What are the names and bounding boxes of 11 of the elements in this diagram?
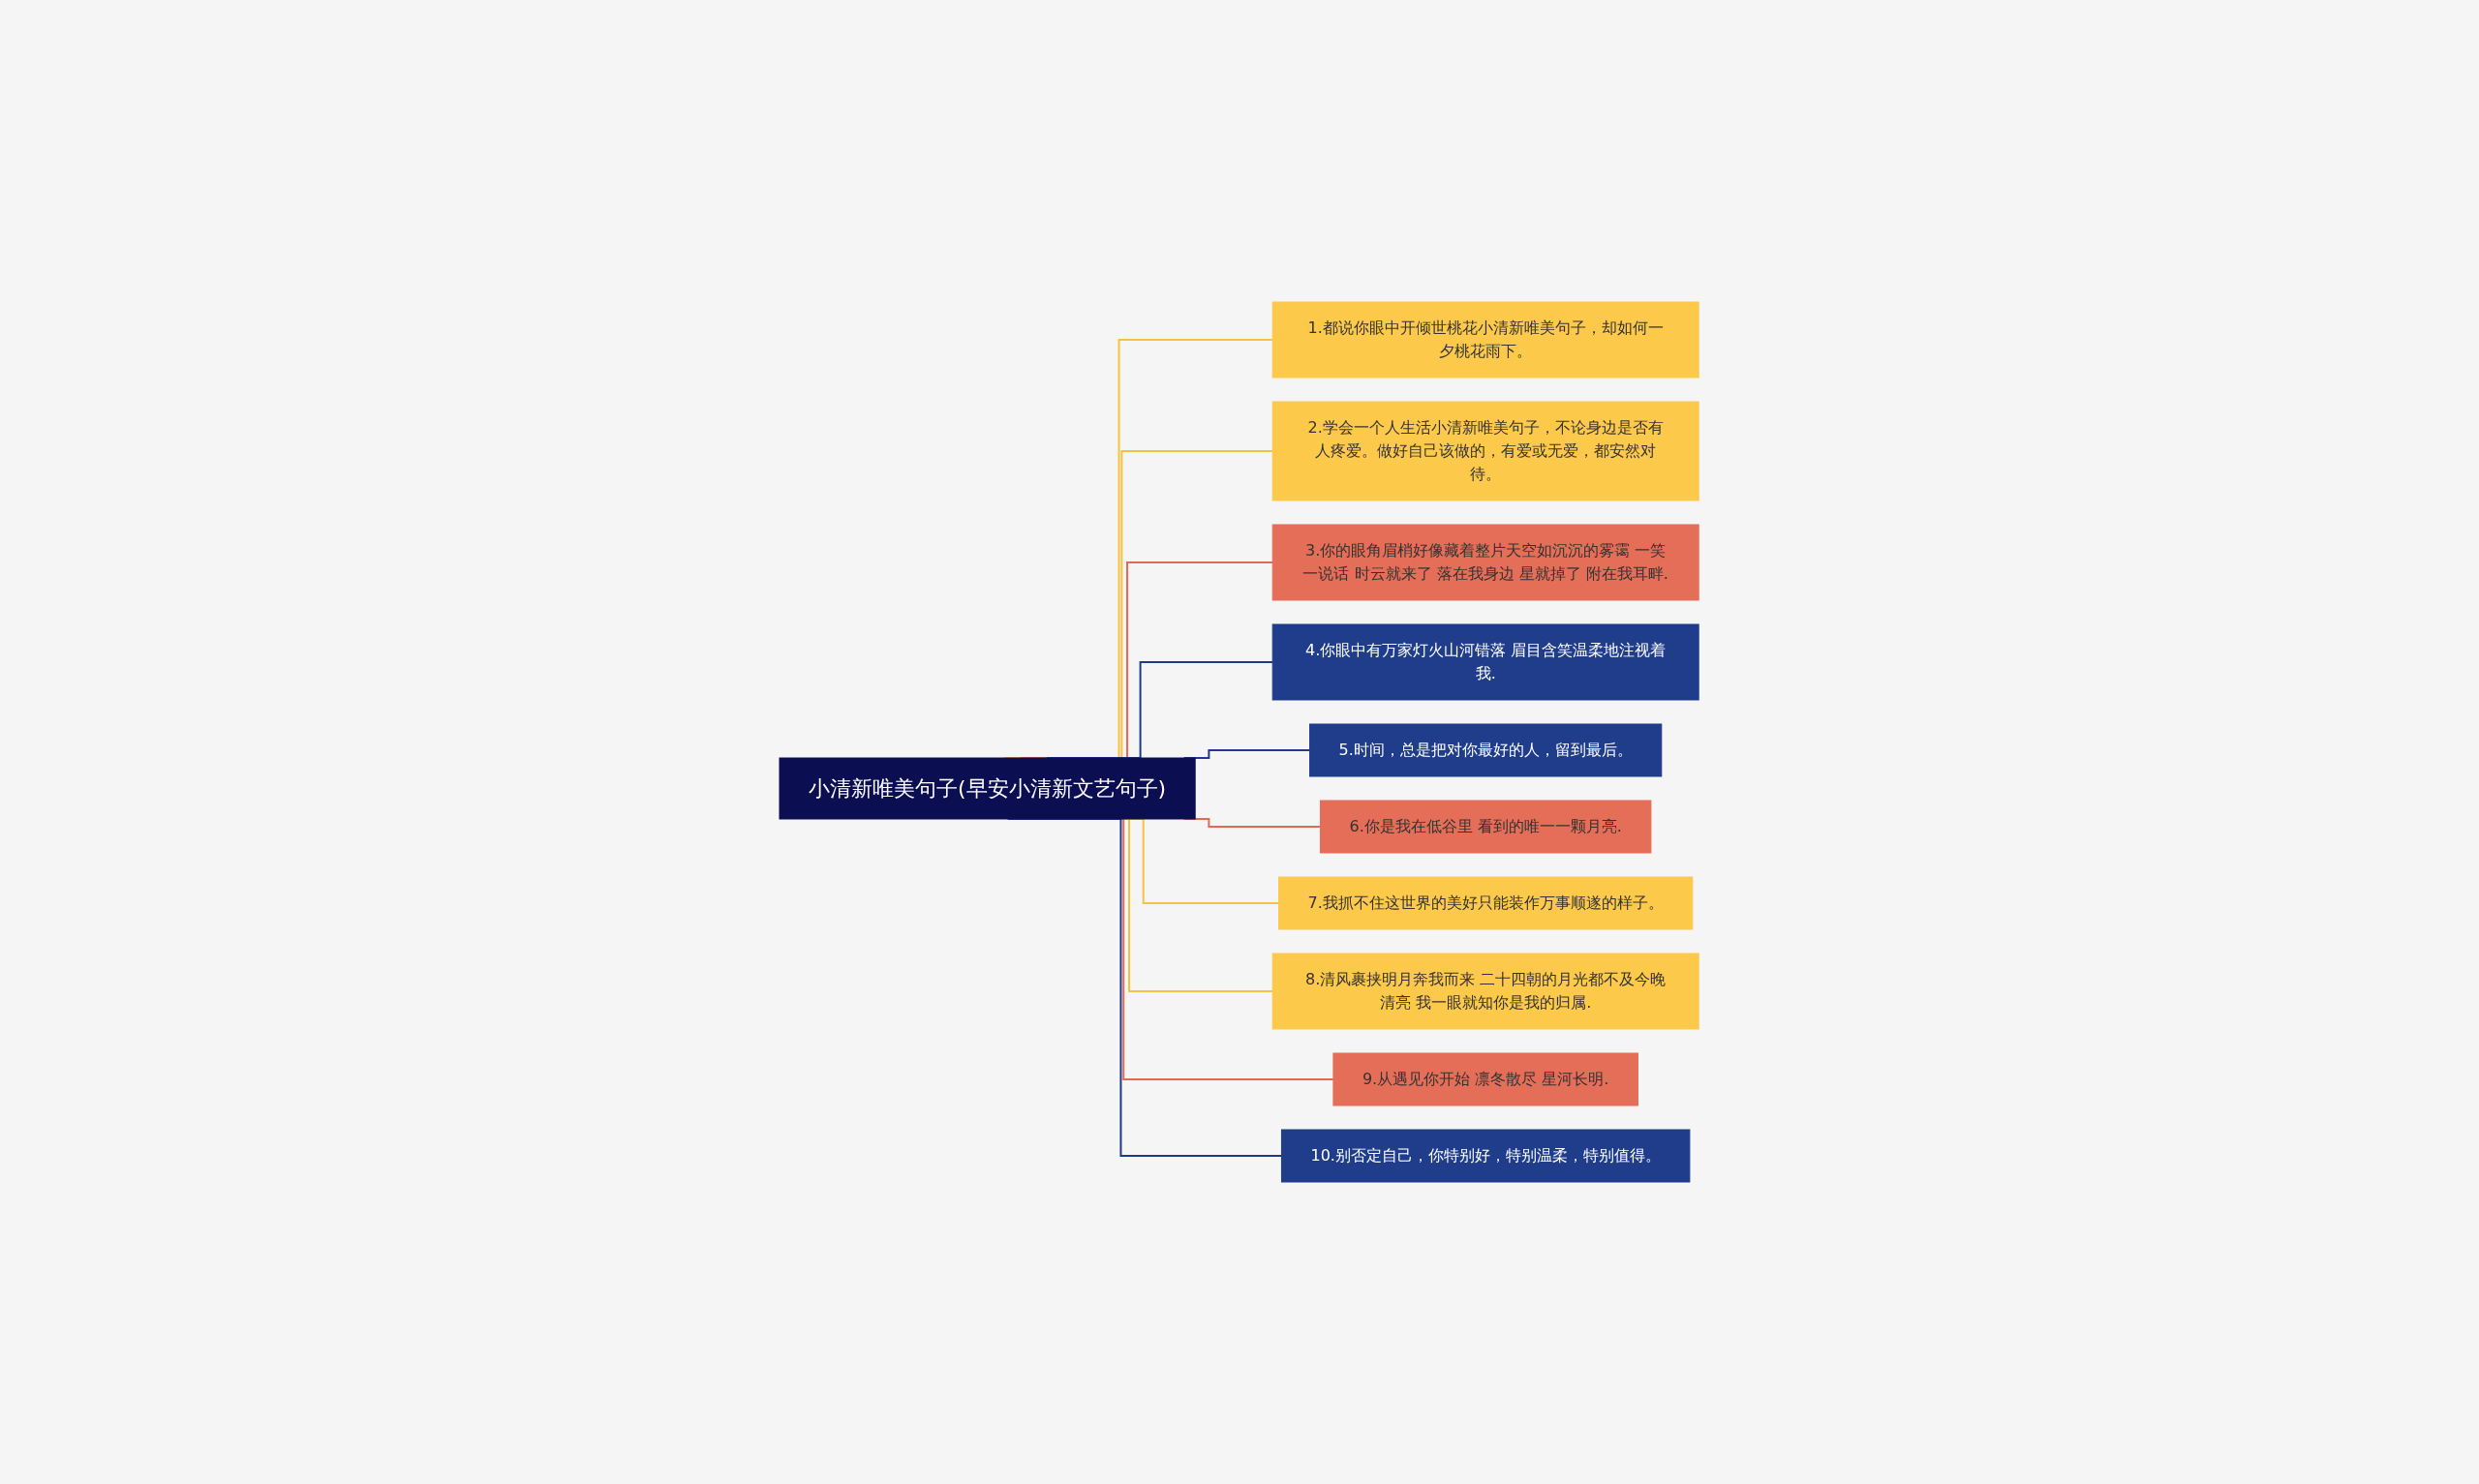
node-box: 7.我抓不住这世界的美好只能装作万事顺遂的样子。 [1278, 876, 1694, 930]
node-box: 10.别否定自己，你特别好，特别温柔，特别值得。 [1281, 1129, 1691, 1183]
node-box: 2.学会一个人生活小清新唯美句子，不论身边是否有人疼爱。做好自己该做的，有爱或无爱，都安然对待。 [1272, 401, 1700, 501]
node-box: 6.你是我在低谷里 看到的唯一一颗月亮. [1320, 800, 1652, 854]
node-box: 9.从遇见你开始 凛冬散尽 星河长明. [1332, 1052, 1639, 1106]
node-box: 5.时间，总是把对你最好的人，留到最后。 [1309, 723, 1663, 777]
node-box: 小清新唯美句子(早安小清新文艺句子) [779, 757, 1197, 820]
node-box: 3.你的眼角眉梢好像藏着整片天空如沉沉的雾霭 一笑一说话 时云就来了 落在我身边 星就掉了 附在我耳畔. [1272, 524, 1700, 601]
node-box: 8.清风裹挟明月奔我而来 二十四朝的月光都不及今晚清亮 我一眼就知你是我的归属. [1272, 953, 1700, 1030]
node-box: 1.都说你眼中开倾世桃花小清新唯美句子，却如何一夕桃花雨下。 [1272, 301, 1700, 379]
node-box: 4.你眼中有万家灯火山河错落 眉目含笑温柔地注视着我. [1272, 623, 1700, 701]
